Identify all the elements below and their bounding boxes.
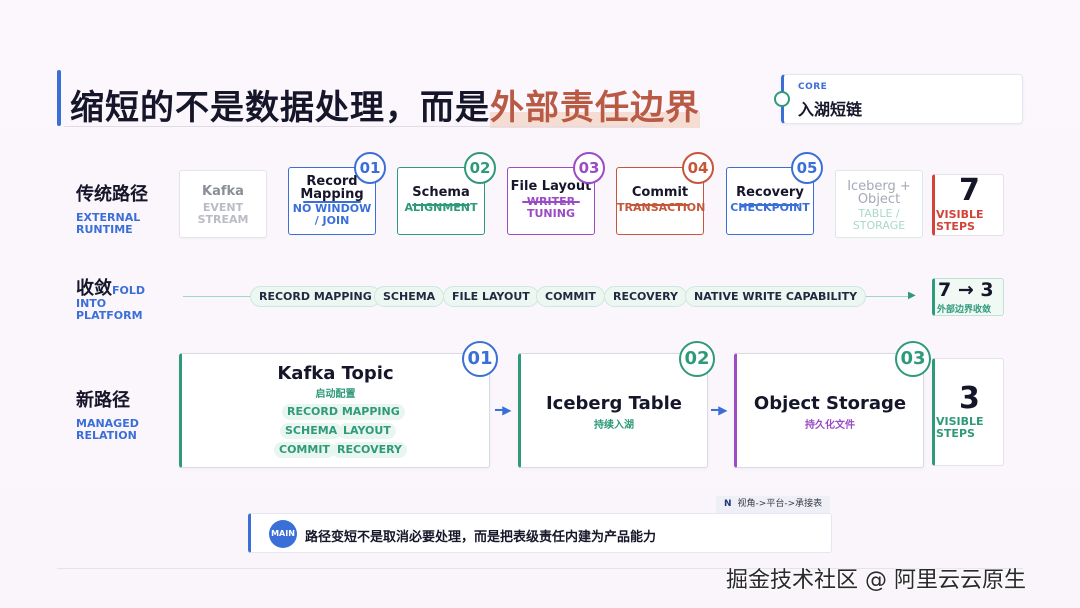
fold-pill: SCHEMA <box>374 286 445 307</box>
strike-line <box>303 201 361 203</box>
step-iceberg-object: Iceberg + Object TABLE / STORAGE <box>835 170 923 238</box>
strike-line <box>741 204 799 206</box>
page-title: 缩短的不是数据处理，而是外部责任边界 <box>70 88 700 128</box>
fold-arrow-icon: ▶ <box>908 290 916 301</box>
step-number-badge: 01 <box>354 152 386 184</box>
row-label-cn: 传统路径 <box>76 184 148 205</box>
title-divider <box>64 126 654 127</box>
step-number-badge: 05 <box>791 152 823 184</box>
arrow-right-icon: ━▶ <box>711 403 728 417</box>
tag: LAYOUT <box>338 423 396 439</box>
core-badge: CORE 入湖短链 <box>774 74 1023 124</box>
row-label-traditional: 传统路径 EXTERNAL RUNTIME <box>76 180 148 236</box>
step-number-badge: 02 <box>679 341 715 377</box>
main-badge: MAIN <box>269 520 297 548</box>
core-title: 入湖短链 <box>798 100 863 119</box>
fold-result: 7 → 3 外部边界收敛 <box>932 278 1004 316</box>
footer-divider <box>57 568 1023 569</box>
step-number-badge: 04 <box>682 152 714 184</box>
main-text: 路径变短不是取消必要处理，而是把表级责任内建为产品能力 <box>305 530 657 545</box>
tag: RECOVERY <box>332 442 407 458</box>
new-count: 3 VISIBLE STEPS <box>932 358 1004 466</box>
row-label-new: 新路径 MANAGED RELATION <box>76 390 139 442</box>
fold-pill: NATIVE WRITE CAPABILITY <box>685 286 867 307</box>
watermark: 掘金技术社区 @ 阿里云云原生 <box>726 568 1026 593</box>
fold-pill: FILE LAYOUT <box>443 286 539 307</box>
main-note: MAIN 路径变短不是取消必要处理，而是把表级责任内建为产品能力 <box>248 513 832 553</box>
arrow-right-icon: ━▶ <box>495 403 512 417</box>
step-number-badge: 01 <box>462 341 498 377</box>
fold-pill: RECOVERY <box>604 286 687 307</box>
tag: RECORD MAPPING <box>282 404 405 420</box>
strike-line <box>631 204 689 206</box>
title-accent-bar <box>57 70 61 126</box>
fold-pill: RECORD MAPPING <box>250 286 381 307</box>
strike-line <box>412 204 470 206</box>
tag: SCHEMA <box>280 423 343 439</box>
traditional-count: 7 VISIBLE STEPS <box>932 173 1004 236</box>
step-number-badge: 02 <box>464 152 496 184</box>
strike-line <box>522 201 580 203</box>
title-accent: 外部责任边界 <box>490 88 700 128</box>
fold-pill: COMMIT <box>536 286 605 307</box>
new-step-object-storage: Object Storage 持久化文件 <box>734 353 924 468</box>
tag: COMMIT <box>274 442 335 458</box>
core-dot-icon <box>774 91 790 107</box>
core-label: CORE <box>798 82 828 92</box>
step-number-badge: 03 <box>895 341 931 377</box>
step-kafka: Kafka EVENT STREAM <box>179 170 267 238</box>
step-number-badge: 03 <box>573 152 605 184</box>
new-step-kafka-topic: Kafka Topic 启动配置 RECORD MAPPING SCHEMA L… <box>179 353 490 468</box>
new-step-iceberg-table: Iceberg Table 持续入湖 <box>518 353 708 468</box>
row-label-fold: 收敛FOLD INTO PLATFORM <box>76 278 146 322</box>
